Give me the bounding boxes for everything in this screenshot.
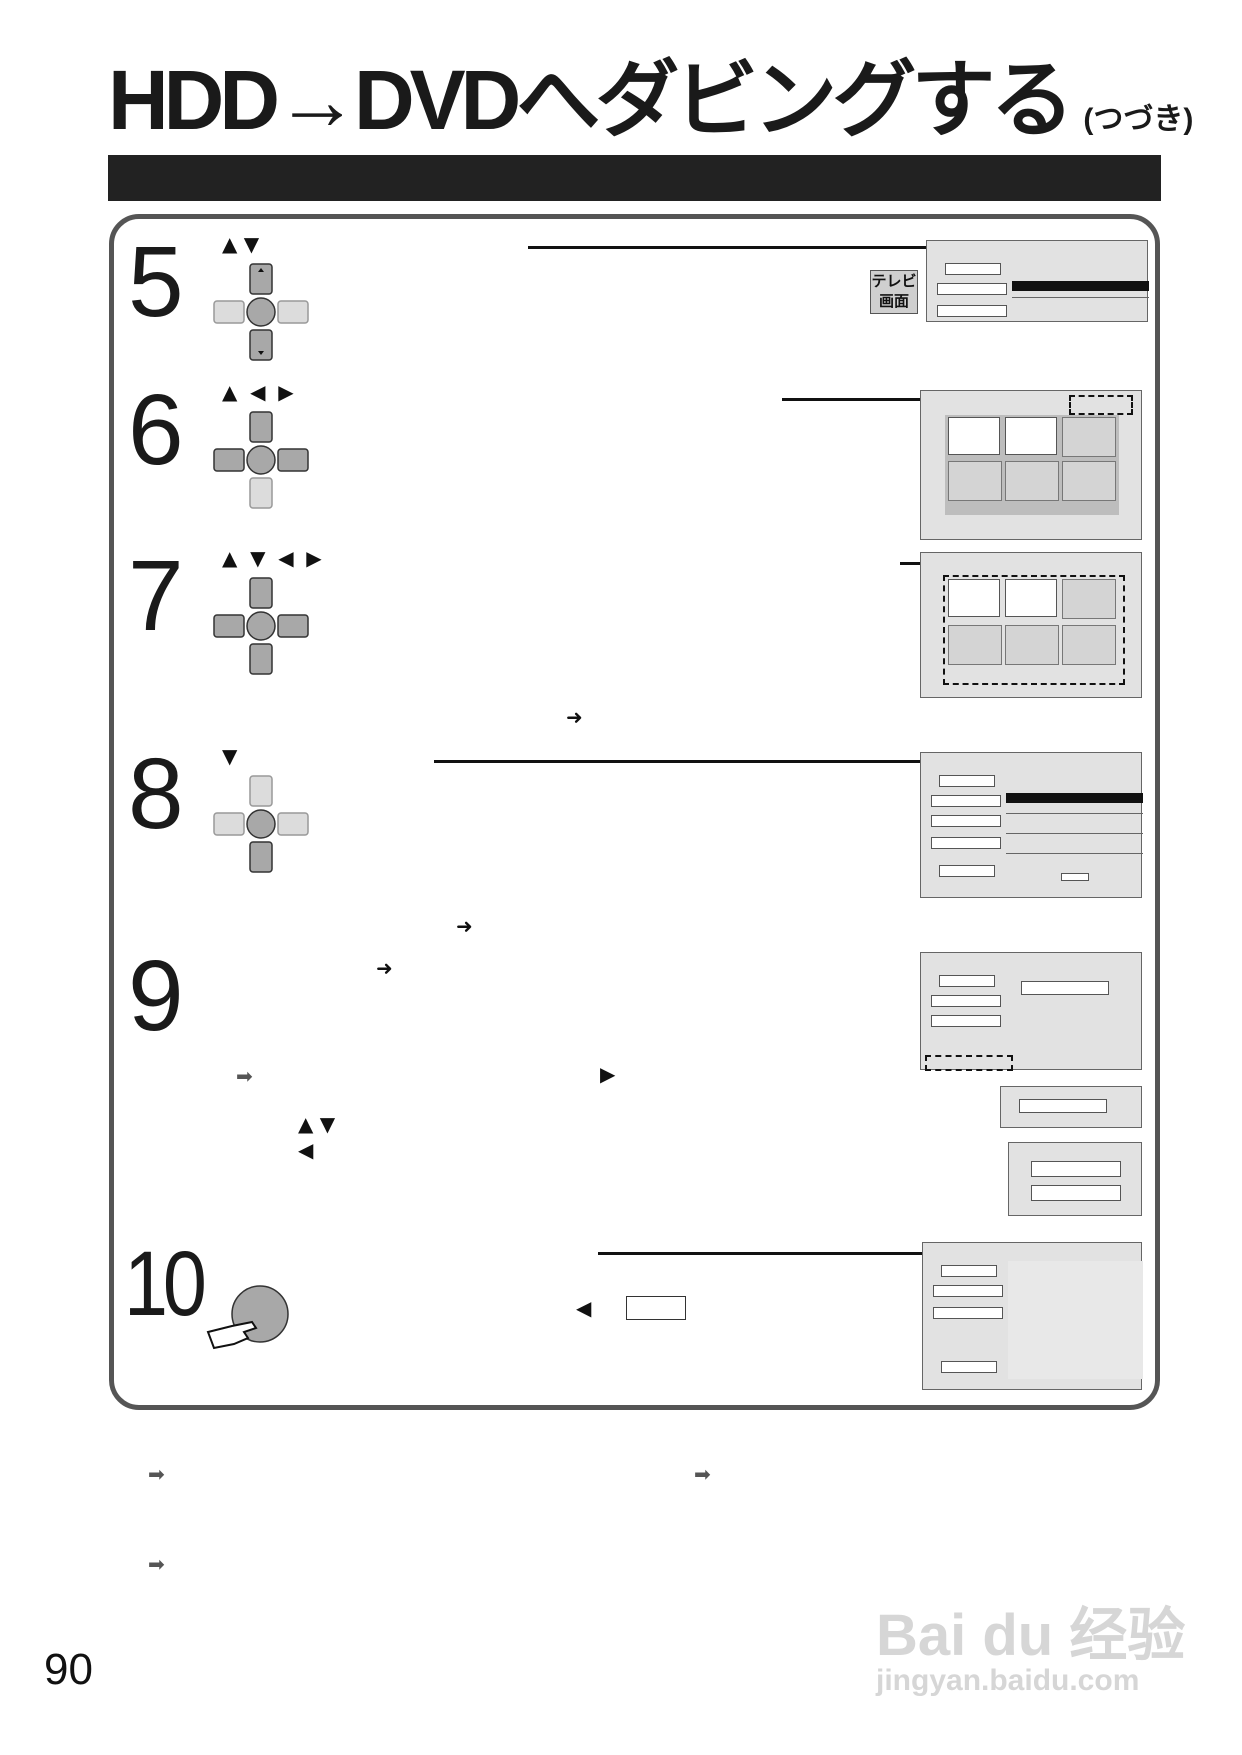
note-arrow-1: ➡ (148, 1462, 165, 1486)
callout-line-8 (434, 760, 1074, 763)
page-title-main: HDD→DVDへダビングする (108, 53, 1074, 147)
step-number-7: 7 (128, 540, 184, 652)
steps-frame (109, 214, 1160, 1410)
screen-8-menu (920, 752, 1143, 898)
page-number: 90 (44, 1645, 93, 1694)
step-10-left-triangle: ◀ (576, 1296, 592, 1320)
step-6-arrows: ▲ ◀ ▶ (222, 380, 294, 404)
screen-9-dialog (1008, 1142, 1142, 1216)
step-7-next-arrow: ➜ (566, 705, 583, 729)
step-number-5: 5 (128, 226, 184, 338)
step-number-8: 8 (128, 738, 184, 850)
watermark-url: jingyan.baidu.com (876, 1664, 1140, 1697)
callout-line-5 (528, 246, 1084, 249)
step-9-note-arrow: ➡ (236, 1064, 253, 1088)
step-9-arrow: ➜ (376, 956, 393, 980)
tv-screen-badge: テレビ 画面 (870, 270, 918, 314)
remote-dpad-5 (213, 263, 309, 361)
enter-button-press (206, 1285, 289, 1350)
page-title: HDD→DVDへダビングする(つづき) (108, 58, 1193, 142)
step-number-10: 10 (124, 1233, 207, 1335)
page-title-suffix: (つづき) (1083, 103, 1194, 136)
screen-5-menu (926, 240, 1149, 322)
step-9-left-triangle: ◀ (298, 1138, 314, 1162)
step-8-arrows: ▼ (222, 744, 238, 768)
note-arrow-2: ➡ (694, 1462, 711, 1486)
step-8-next-arrow: ➜ (456, 914, 473, 938)
remote-dpad-8 (213, 775, 309, 873)
tv-badge-line2: 画面 (878, 292, 909, 310)
step-number-9: 9 (128, 940, 184, 1052)
screen-10-menu (922, 1242, 1143, 1390)
step-9-updown: ▲ ▼ (298, 1112, 336, 1136)
screen-7-thumbnails (920, 552, 1142, 698)
remote-dpad-7 (213, 577, 309, 675)
screen-6-thumbnails (920, 390, 1142, 540)
tv-badge-line1: テレビ (871, 272, 917, 290)
step-number-6: 6 (128, 374, 184, 486)
title-bar (108, 155, 1161, 201)
callout-line-10 (598, 1252, 970, 1255)
step-5-arrows: ▲ ▼ (222, 232, 260, 256)
remote-dpad-6 (213, 411, 309, 509)
step-9-right-triangle: ▶ (600, 1062, 616, 1086)
step-10-button-box (626, 1296, 686, 1320)
screen-9-detail (1000, 1086, 1142, 1128)
note-arrow-3: ➡ (148, 1552, 165, 1576)
watermark-logo: Bai du 经验 (876, 1603, 1186, 1668)
step-7-arrows: ▲ ▼ ◀ ▶ (222, 546, 322, 570)
screen-9-menu (920, 952, 1142, 1071)
